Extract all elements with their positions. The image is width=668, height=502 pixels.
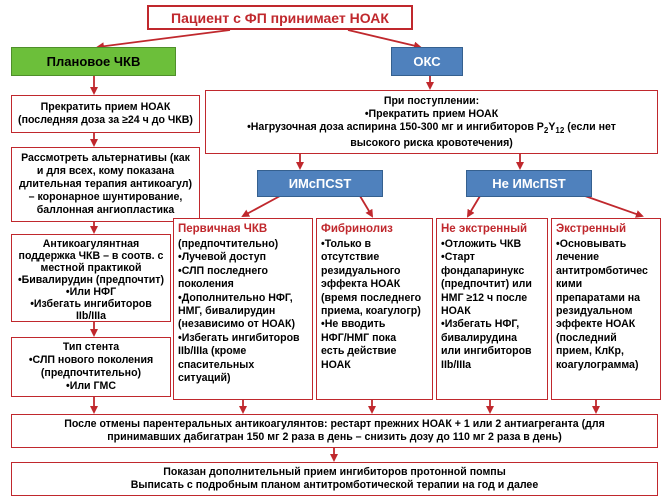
text-line: Тип стента [62,341,120,353]
text-line: коагулограмма) [556,358,639,371]
planned-pci-header: Плановое ЧКВ [11,47,176,76]
text-line: длительная терапия антикоагул) [18,178,193,190]
text-line: приема, коагулогр) [321,305,421,318]
column-primary-pci: Первичная ЧКВ (предпочтительно) •Лучевой… [173,218,313,400]
acs-label: ОКС [413,54,441,69]
text-line: Антикоагулянтная [42,238,140,250]
text-line: отсутствие [321,251,380,264]
text-line: (предпочтительно) [40,367,142,379]
text-line: прием, КлКр, [556,345,624,358]
subscript: 12 [555,126,565,136]
text-fragment: Y [548,121,556,133]
text-line: (предпочтительно) [178,238,279,250]
text-fragment: (если нет [564,121,616,133]
text-line: После отмены парентеральных антикоагулян… [64,418,605,430]
text-line: •Нагрузочная доза аспирина 150-300 мг и … [206,121,657,137]
text-fragment: •Нагрузочная доза аспирина 150-300 мг и … [247,121,544,133]
planned-step-stop-noac: Прекратить прием НОАК (последняя доза за… [11,95,200,133]
text-line: бивалирудина [441,331,518,344]
text-line: (последняя доза за ≥24 ч до ЧКВ) [18,114,193,126]
text-line: Рассмотреть альтернативы (как [21,152,190,164]
text-line: При поступлении: [383,95,480,107]
column-heading: Не экстренный [441,223,528,235]
acs-admission-box: При поступлении: •Прекратить прием НОАК … [205,90,658,154]
title-text: Пациент с ФП принимает НОАК [171,9,389,26]
text-line: фондапаринукс [441,264,525,277]
nstemi-header: Не ИМсПST [466,170,592,197]
text-line: •Прекратить прием НОАК [364,108,499,120]
text-line: поддержка ЧКВ – в соотв. с [18,250,164,262]
text-line: IIb/IIIa [75,310,107,322]
text-line: •Лучевой доступ [178,251,267,264]
planned-step-anticoagulant-support: Антикоагулянтная поддержка ЧКВ – в соотв… [11,234,171,322]
text-line: •Бивалирудин (предпочтит) [17,274,165,286]
text-line: резидуального [321,264,401,277]
text-line: IIb/IIIa (кроме [178,345,247,358]
text-line: •СЛП последнего [178,264,268,277]
text-line: Выписать с подробным планом антитромботи… [130,479,539,491]
text-line: (последний [556,331,617,344]
text-line: препаратами на [556,291,641,304]
stemi-label: ИМсПСST [288,176,352,191]
text-line: принимавших дабигатран 150 мг 2 раза в д… [107,431,562,443]
text-line: •СЛП нового поколения [28,354,154,366]
text-line: •Избегать ингибиторов [178,331,300,344]
title-box: Пациент с ФП принимает НОАК [147,5,413,30]
text-line: (время последнего [321,291,422,304]
text-line: •Не вводить [321,318,386,331]
text-line: •Или НФГ [65,286,117,298]
column-heading: Экстренный [556,223,627,235]
column-heading: Первичная ЧКВ [178,223,268,235]
column-non-urgent: Не экстренный •Отложить ЧКВ •Старт фонда… [436,218,548,400]
text-line: НМГ ≥12 ч после [441,291,528,304]
subscript: 2 [543,126,549,136]
text-line: лечение [556,251,600,264]
text-line: НМГ, бивалирудин [178,305,276,318]
text-line: высокого риска кровотечения) [350,137,513,150]
text-line: спасительных ситуаций) [178,358,255,385]
column-fibrinolysis: Фибринолиз •Только в отсутствие резидуал… [316,218,433,400]
column-heading: Фибринолиз [321,223,393,235]
after-parenteral-box: После отмены парентеральных антикоагулян… [11,414,658,448]
text-line: •Старт [441,251,475,264]
text-line: (независимо от НОАК) [178,318,295,331]
text-line: НОАК [321,358,351,371]
text-line: и для всех, кому показана [36,165,175,177]
planned-pci-label: Плановое ЧКВ [46,54,141,69]
text-line: •Основывать [556,238,627,250]
text-line: эффекте НОАК [556,318,636,331]
text-line: баллонная ангиопластика [36,204,175,216]
text-line: •Дополнительно НФГ, [178,291,293,304]
text-line: Показан дополнительный прием ингибиторов… [163,466,506,478]
text-line: •Избегать НФГ, [441,318,520,331]
text-line: резидуальном [556,305,633,318]
acs-header: ОКС [391,47,463,76]
text-line: местной практикой [40,262,142,274]
text-line: НОАК [441,305,471,318]
text-line: •Или ГМС [66,380,116,392]
text-line: Прекратить прием НОАК [40,101,171,113]
text-line: •Только в [321,238,372,250]
text-line: •Избегать ингибиторов [30,298,152,310]
final-box: Показан дополнительный прием ингибиторов… [11,462,658,496]
planned-step-stent-type: Тип стента •СЛП нового поколения (предпо… [11,337,171,397]
column-urgent: Экстренный •Основывать лечение антитромб… [551,218,661,400]
text-line: НФГ/НМГ пока [321,331,397,344]
stemi-header: ИМсПСST [257,170,383,197]
text-line: антитромботичес [556,264,648,277]
text-line: есть действие [321,345,397,358]
text-line: (предпочтит) или [441,278,532,291]
text-line: кими [556,278,583,291]
nstemi-label: Не ИМсПST [492,176,566,191]
text-line: эффекта НОАК [321,278,401,291]
text-line: или ингибиторов [441,345,532,358]
text-line: •Отложить ЧКВ [441,238,522,250]
text-line: IIb/IIIa [441,358,472,371]
text-line: поколения [178,278,234,291]
planned-step-alternatives: Рассмотреть альтернативы (как и для всех… [11,147,200,222]
text-line: – коронарное шунтирование, [28,191,183,203]
